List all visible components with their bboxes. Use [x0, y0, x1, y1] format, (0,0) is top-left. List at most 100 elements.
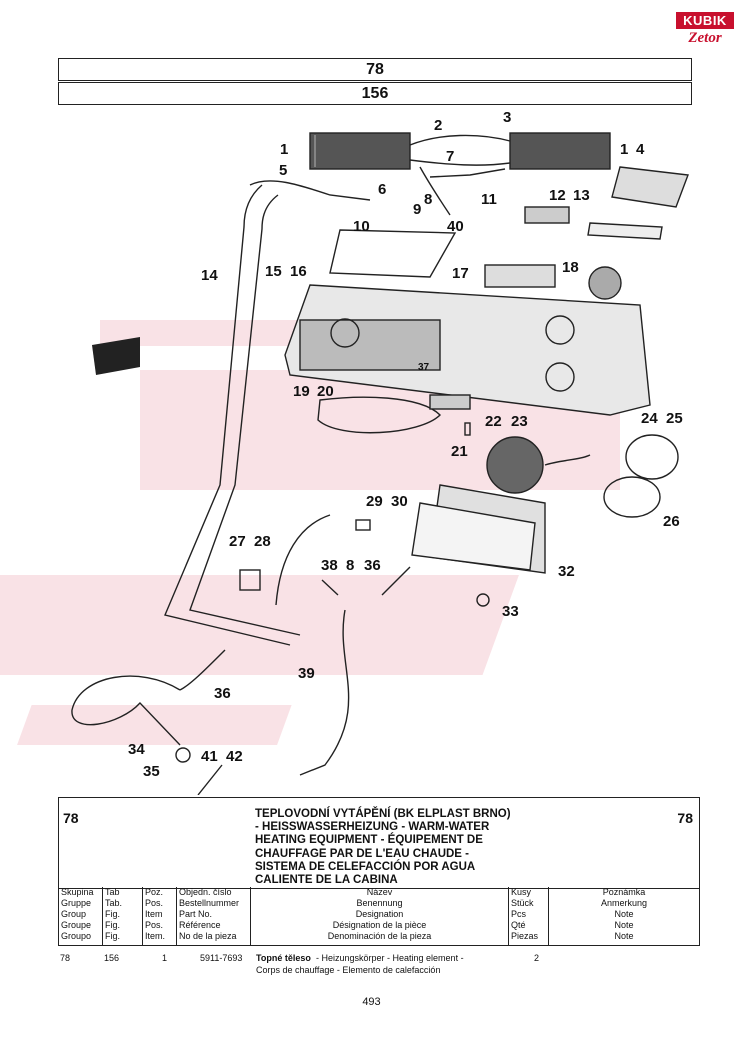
callout-11: 11 — [481, 191, 497, 208]
info-right-number: 78 — [677, 810, 693, 826]
callout-10: 10 — [353, 218, 370, 235]
callout-9: 9 — [413, 201, 422, 218]
legend-cell: Groupe — [61, 920, 92, 930]
row-name-bold: Topné těleso — [256, 953, 311, 963]
callout-35: 35 — [143, 763, 160, 780]
group-number-header: 78 — [58, 58, 692, 81]
clamp-26 — [603, 476, 661, 518]
callout-4: 4 — [636, 141, 645, 158]
hose-36-upper — [381, 566, 411, 596]
callout-33: 33 — [502, 603, 519, 620]
callout-8-lower: 8 — [346, 557, 355, 574]
legend-cell: Tab — [105, 887, 120, 897]
legend-cell: Skupina — [61, 887, 94, 897]
part-18 — [588, 266, 622, 300]
callout-21: 21 — [451, 443, 468, 460]
legend-cell: Název — [366, 887, 393, 897]
hose-36-lower — [179, 649, 226, 691]
table-number-header: 156 — [58, 82, 692, 105]
callout-34: 34 — [128, 741, 145, 758]
switch-12 — [524, 206, 570, 224]
hose-5 — [249, 180, 371, 201]
info-left-number: 78 — [63, 810, 79, 826]
logo-kubik-text: KUBIK — [676, 12, 734, 29]
legend-cell: Pcs — [511, 909, 527, 919]
legend-cell: Note — [614, 920, 634, 930]
hose-7 — [419, 166, 451, 216]
legend-cell: Note — [614, 909, 634, 919]
callout-27: 27 — [229, 533, 246, 550]
exploded-parts-diagram: 1 2 3 1 4 5 7 6 8 11 9 12 13 10 40 14 15… — [0, 105, 743, 796]
title-line: CALIENTE DE LA CABINA — [255, 874, 398, 887]
callout-22: 22 — [485, 413, 502, 430]
legend-cell: Objedn. číslo — [179, 887, 232, 897]
legend-cell: Fig. — [105, 909, 121, 919]
title-line: SISTEMA DE CELEFACCIÓN POR AGUA — [255, 860, 476, 873]
part-38 — [321, 579, 339, 596]
callout-3: 3 — [503, 109, 512, 126]
legend-cell: Note — [614, 931, 634, 941]
ring-24-25 — [625, 434, 679, 480]
legend-col-designation: Název Benennung Designation Désignation … — [251, 887, 509, 945]
section-title: TEPLOVODNÍ VYTÁPĚNÍ (BK ELPLAST BRNO) - … — [255, 808, 511, 887]
title-line: - HEISSWASSERHEIZUNG - WARM-WATER — [255, 821, 490, 834]
title-line: TEPLOVODNÍ VYTÁPĚNÍ (BK ELPLAST BRNO) — [255, 808, 511, 820]
legend-cell: Designation — [355, 909, 404, 919]
callout-6: 6 — [378, 181, 387, 198]
pipe-14 — [164, 184, 291, 646]
callout-1-left: 1 — [280, 141, 289, 158]
legend-col-table: Tab Tab. Fig. Fig. Fig. — [103, 887, 143, 945]
part-17 — [484, 264, 556, 288]
panel-4 — [611, 166, 689, 208]
callout-15: 15 — [265, 263, 282, 280]
legend-cell: Désignation de la pièce — [332, 920, 427, 930]
legend-cell: Poz. — [145, 887, 164, 897]
row-qty: 2 — [534, 953, 540, 963]
direction-arrow — [92, 337, 140, 375]
callout-2: 2 — [434, 117, 443, 134]
diagram-drawing — [0, 132, 689, 796]
legend-col-item: Poz. Pos. Item Pos. Item. — [143, 887, 177, 945]
legend-cell: Part No. — [179, 909, 213, 919]
part-21 — [464, 422, 471, 436]
callout-32: 32 — [558, 563, 575, 580]
callout-26: 26 — [663, 513, 680, 530]
legend-cell: Anmerkung — [600, 898, 648, 908]
fan-23 — [486, 436, 544, 494]
callout-24: 24 — [641, 410, 658, 427]
part-33 — [476, 593, 490, 607]
callout-41: 41 — [201, 748, 218, 765]
callout-20: 20 — [317, 383, 334, 400]
hose-28 — [275, 514, 331, 606]
callout-1-right: 1 — [620, 141, 629, 158]
heat-exchanger-right — [509, 132, 611, 170]
callout-12: 12 — [549, 187, 566, 204]
callout-14: 14 — [201, 267, 218, 284]
hose-3 — [409, 134, 511, 146]
title-line: CHAUFFAGE PAR DE L'EAU CHAUDE - — [255, 847, 469, 860]
callout-36-lower: 36 — [214, 685, 231, 702]
legend-col-note: Poznámka Anmerkung Note Note Note — [549, 887, 699, 945]
logo-zetor-text: Zetor — [688, 30, 722, 46]
plate-16 — [329, 229, 457, 278]
callout-29: 29 — [366, 493, 383, 510]
legend-cell: Gruppe — [61, 898, 92, 908]
section-info-box: 78 78 TEPLOVODNÍ VYTÁPĚNÍ (BK ELPLAST BR… — [58, 797, 700, 889]
legend-col-group: Skupina Gruppe Group Groupe Groupo — [59, 887, 103, 945]
heat-exchanger-left — [309, 132, 411, 170]
legend-cell: Denominación de la pieza — [327, 931, 432, 941]
legend-cell: Pos. — [145, 920, 164, 930]
heater-housing — [284, 284, 651, 416]
pipe-15 — [189, 194, 301, 636]
legend-cell: Stück — [511, 898, 534, 908]
panel-13 — [587, 222, 663, 240]
callout-42: 42 — [226, 748, 243, 765]
callout-36-upper: 36 — [364, 557, 381, 574]
pipe-39 — [299, 609, 350, 776]
fitting-35 — [175, 747, 191, 763]
page-number: 493 — [362, 996, 381, 1008]
valve-29 — [355, 519, 371, 531]
callout-38: 38 — [321, 557, 338, 574]
column-legend: Skupina Gruppe Group Groupe Groupo Tab T… — [58, 887, 700, 946]
callout-40: 40 — [447, 218, 464, 235]
